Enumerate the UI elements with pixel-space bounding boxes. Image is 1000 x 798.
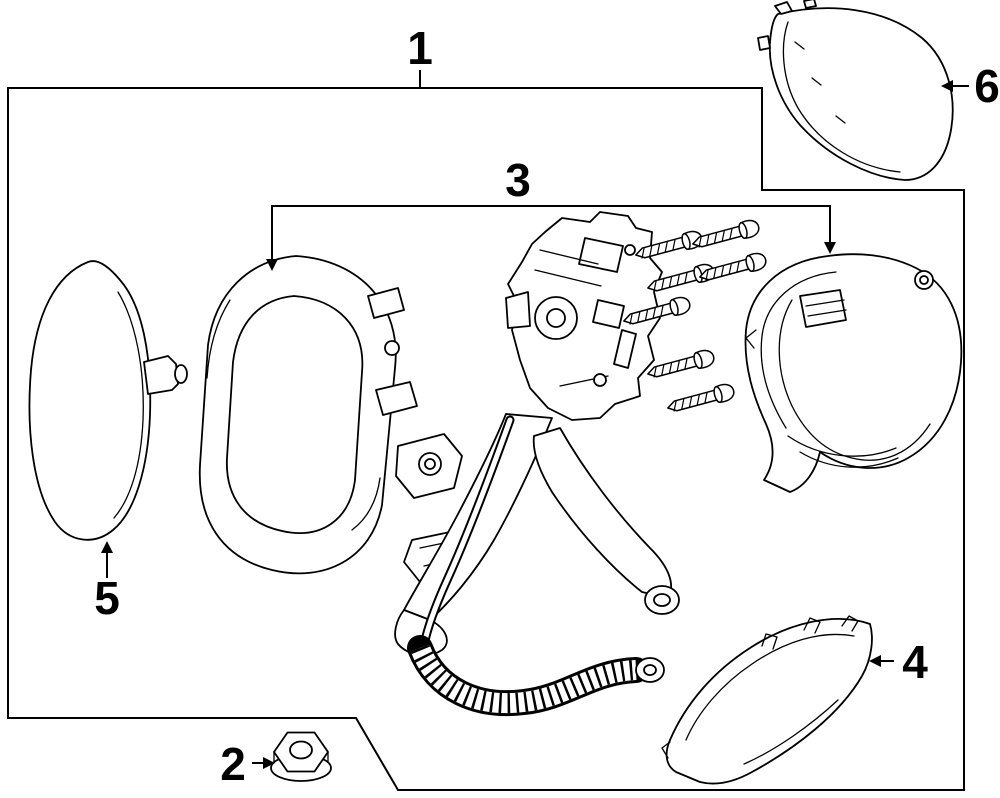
callout-2-label[interactable]: 2 [220, 738, 246, 790]
callout-5-label[interactable]: 5 [94, 572, 120, 624]
callout-2: 2 [220, 738, 275, 790]
callout-1-label[interactable]: 1 [407, 22, 433, 74]
mirror-housing-shell [744, 253, 963, 493]
callout-5-arrow [101, 541, 113, 553]
callout-4-label[interactable]: 4 [902, 636, 928, 688]
callout-3-leader [271, 205, 831, 260]
callout-5: 5 [94, 541, 120, 624]
diagram-border [7, 87, 965, 791]
glass-pivot-tab [143, 355, 188, 395]
corrugated-tube [407, 635, 649, 716]
housing-frame [198, 255, 465, 583]
pivot-bracket [395, 433, 463, 499]
actuator-assembly [505, 211, 663, 421]
lower-cover [661, 615, 873, 785]
callout-6-arrow [941, 80, 953, 92]
callout-3-arrow-right [824, 242, 836, 254]
mirror-glass [28, 260, 188, 541]
callout-3-label[interactable]: 3 [505, 154, 531, 206]
hex-nut [270, 731, 332, 782]
callout-3: 3 [266, 154, 836, 271]
harness-connector [635, 657, 665, 683]
callout-6-label[interactable]: 6 [974, 60, 1000, 112]
screws [620, 217, 769, 417]
callout-1: 1 [407, 22, 433, 87]
screw [644, 347, 717, 383]
callout-3-arrow-left [266, 259, 278, 271]
callout-6: 6 [941, 60, 1000, 112]
callout-4: 4 [869, 636, 928, 688]
wiring-harness [407, 415, 665, 716]
screw [664, 381, 737, 417]
callout-2-arrow [263, 757, 275, 769]
callout-4-arrow [869, 655, 881, 667]
mirror-cap [757, 0, 954, 181]
housing-frame-details [367, 287, 418, 416]
